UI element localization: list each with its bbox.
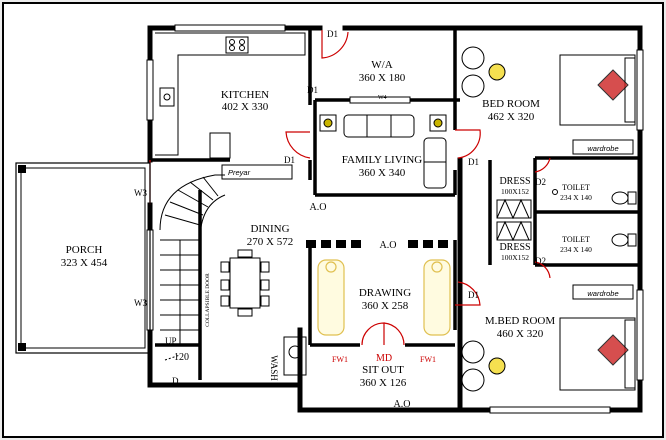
wa-size: 360 X 180 (359, 72, 406, 84)
dress1-label: DRESS (499, 176, 530, 187)
ao-2: A.O (380, 240, 397, 251)
bedroom-chairs (461, 46, 506, 392)
ao-1: A.O (310, 202, 327, 213)
dress2-label: DRESS (499, 242, 530, 253)
ao-blocks (306, 240, 448, 248)
porch-label: PORCH (66, 244, 103, 256)
dress-hatches (496, 198, 532, 242)
staircase (159, 174, 226, 361)
wardrobe-bottom: wardrobe (587, 289, 618, 298)
dining-size: 270 X 572 (247, 236, 293, 248)
w3-top: W3 (134, 188, 147, 198)
family-size: 360 X 340 (359, 167, 406, 179)
fw1-right: FW1 (420, 355, 436, 364)
wash-basin (283, 336, 307, 376)
n120-label: 120 (174, 352, 189, 363)
toilet1-size: 234 X 140 (560, 193, 592, 202)
d2-bottom: D2 (535, 256, 546, 266)
toilet-fixtures (552, 189, 637, 247)
toilet1-label: TOILET (562, 183, 590, 192)
family-sofa (319, 114, 447, 189)
d1-wa: D1 (307, 85, 318, 95)
wa-label: W/A (371, 59, 392, 71)
d1-bed: D1 (468, 157, 479, 167)
wardrobes (572, 139, 634, 300)
mbed-size: 460 X 320 (497, 328, 544, 340)
drawing-sofas (317, 259, 451, 336)
dress1-size: 100X152 (501, 187, 529, 196)
w3-bottom: W3 (134, 298, 147, 308)
drawing-label: DRAWING (359, 287, 411, 299)
dining-label: DINING (250, 223, 289, 235)
kitchen-label: KITCHEN (221, 89, 269, 101)
d2-top: D2 (535, 177, 546, 187)
bedroom-size: 462 X 320 (488, 111, 535, 123)
inner-walls (150, 28, 640, 380)
mbed-label: M.BED ROOM (485, 315, 556, 327)
sitout-size: 360 X 126 (360, 377, 407, 389)
drawing-size: 360 X 258 (362, 300, 409, 312)
preyar-label: Preyar (228, 168, 251, 177)
d-label: D (172, 376, 179, 386)
fw1-left: FW1 (332, 355, 348, 364)
family-label: FAMILY LIVING (342, 154, 423, 166)
ao-3: A.O (394, 399, 411, 410)
w4-label: W4 (378, 95, 387, 101)
dress2-size: 100X152 (501, 253, 529, 262)
wash-label: WASH (269, 355, 279, 381)
porch (15, 162, 151, 354)
toilet2-size: 234 X 140 (560, 245, 592, 254)
kitchen-size: 402 X 330 (222, 101, 269, 113)
up-label: UP (165, 336, 177, 346)
wardrobe-top: wardrobe (587, 144, 618, 153)
dining-table (220, 249, 270, 317)
beds (559, 54, 636, 391)
d1-kitchen: D1 (284, 155, 295, 165)
porch-size: 323 X 454 (61, 257, 108, 269)
collapsible-door-label: COLLAPSIBLE DOOR (205, 273, 211, 327)
md-label: MD (376, 353, 392, 364)
bedroom-label: BED ROOM (482, 98, 540, 110)
kitchen-counter (155, 32, 306, 180)
d1-top: D1 (327, 29, 338, 39)
sitout-label: SIT OUT (362, 364, 404, 376)
toilet2-label: TOILET (562, 235, 590, 244)
d1-mbed: D1 (468, 290, 479, 300)
